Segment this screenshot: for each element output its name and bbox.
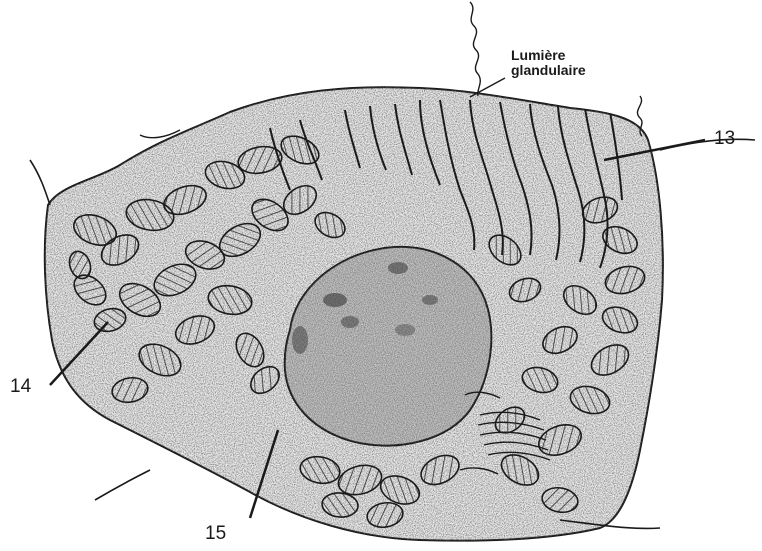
label-14: 14 [10,376,31,398]
label-15: 15 [205,523,226,545]
label-13: 13 [714,128,735,150]
lumen-label-line2: glandulaire [511,63,586,78]
lumen-label-line1: Lumière [511,48,586,63]
lumen-label: Lumière glandulaire [511,48,586,78]
